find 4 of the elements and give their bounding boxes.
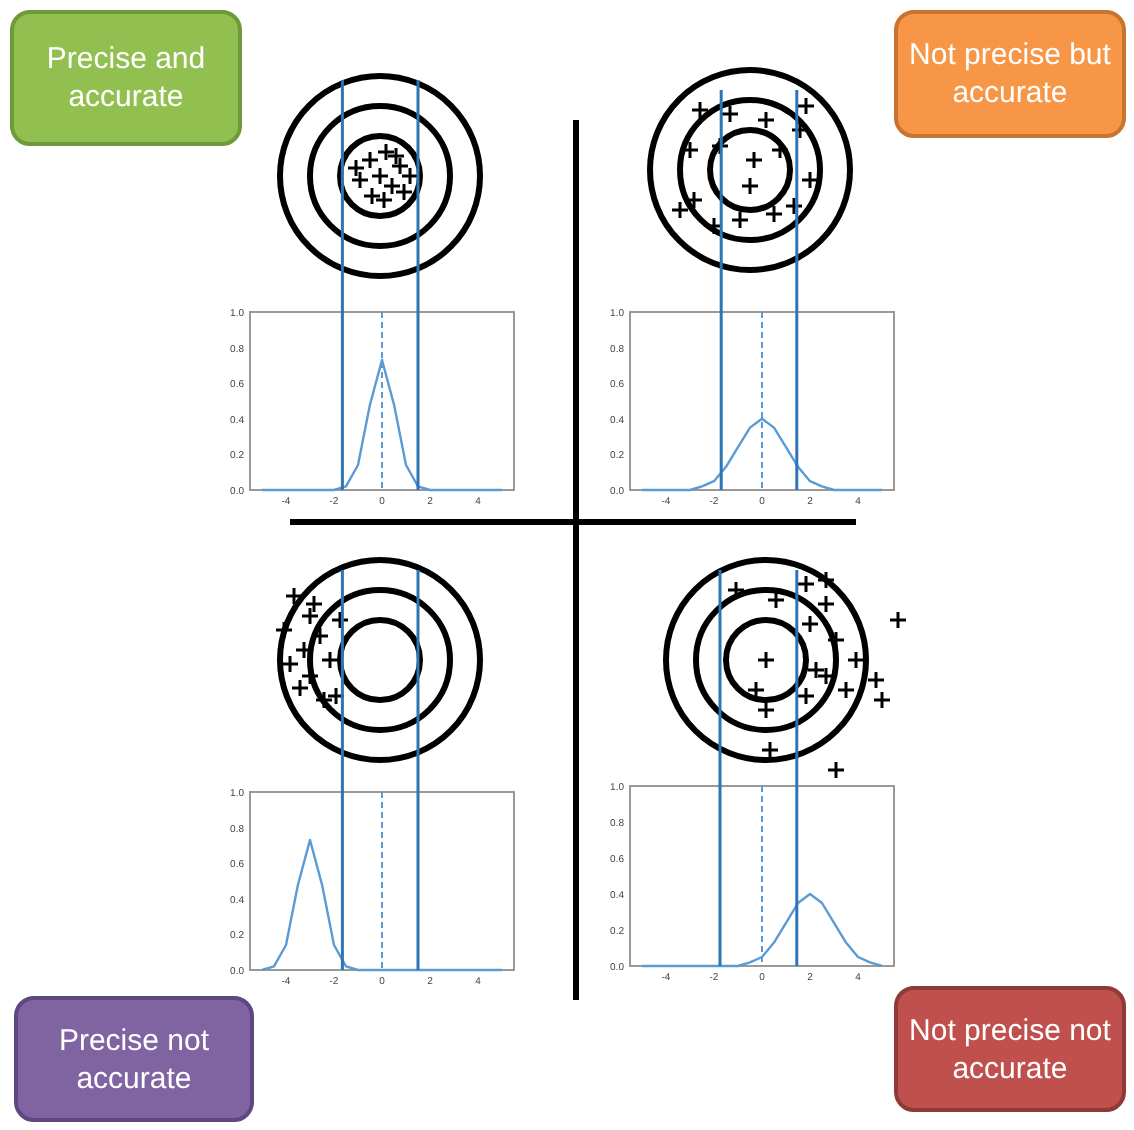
label-box: Not precise not accurate xyxy=(894,986,1126,1112)
label-box: Not precise but accurate xyxy=(894,10,1126,138)
label-box: Precise and accurate xyxy=(10,10,242,146)
label-box: Precise not accurate xyxy=(14,996,254,1122)
